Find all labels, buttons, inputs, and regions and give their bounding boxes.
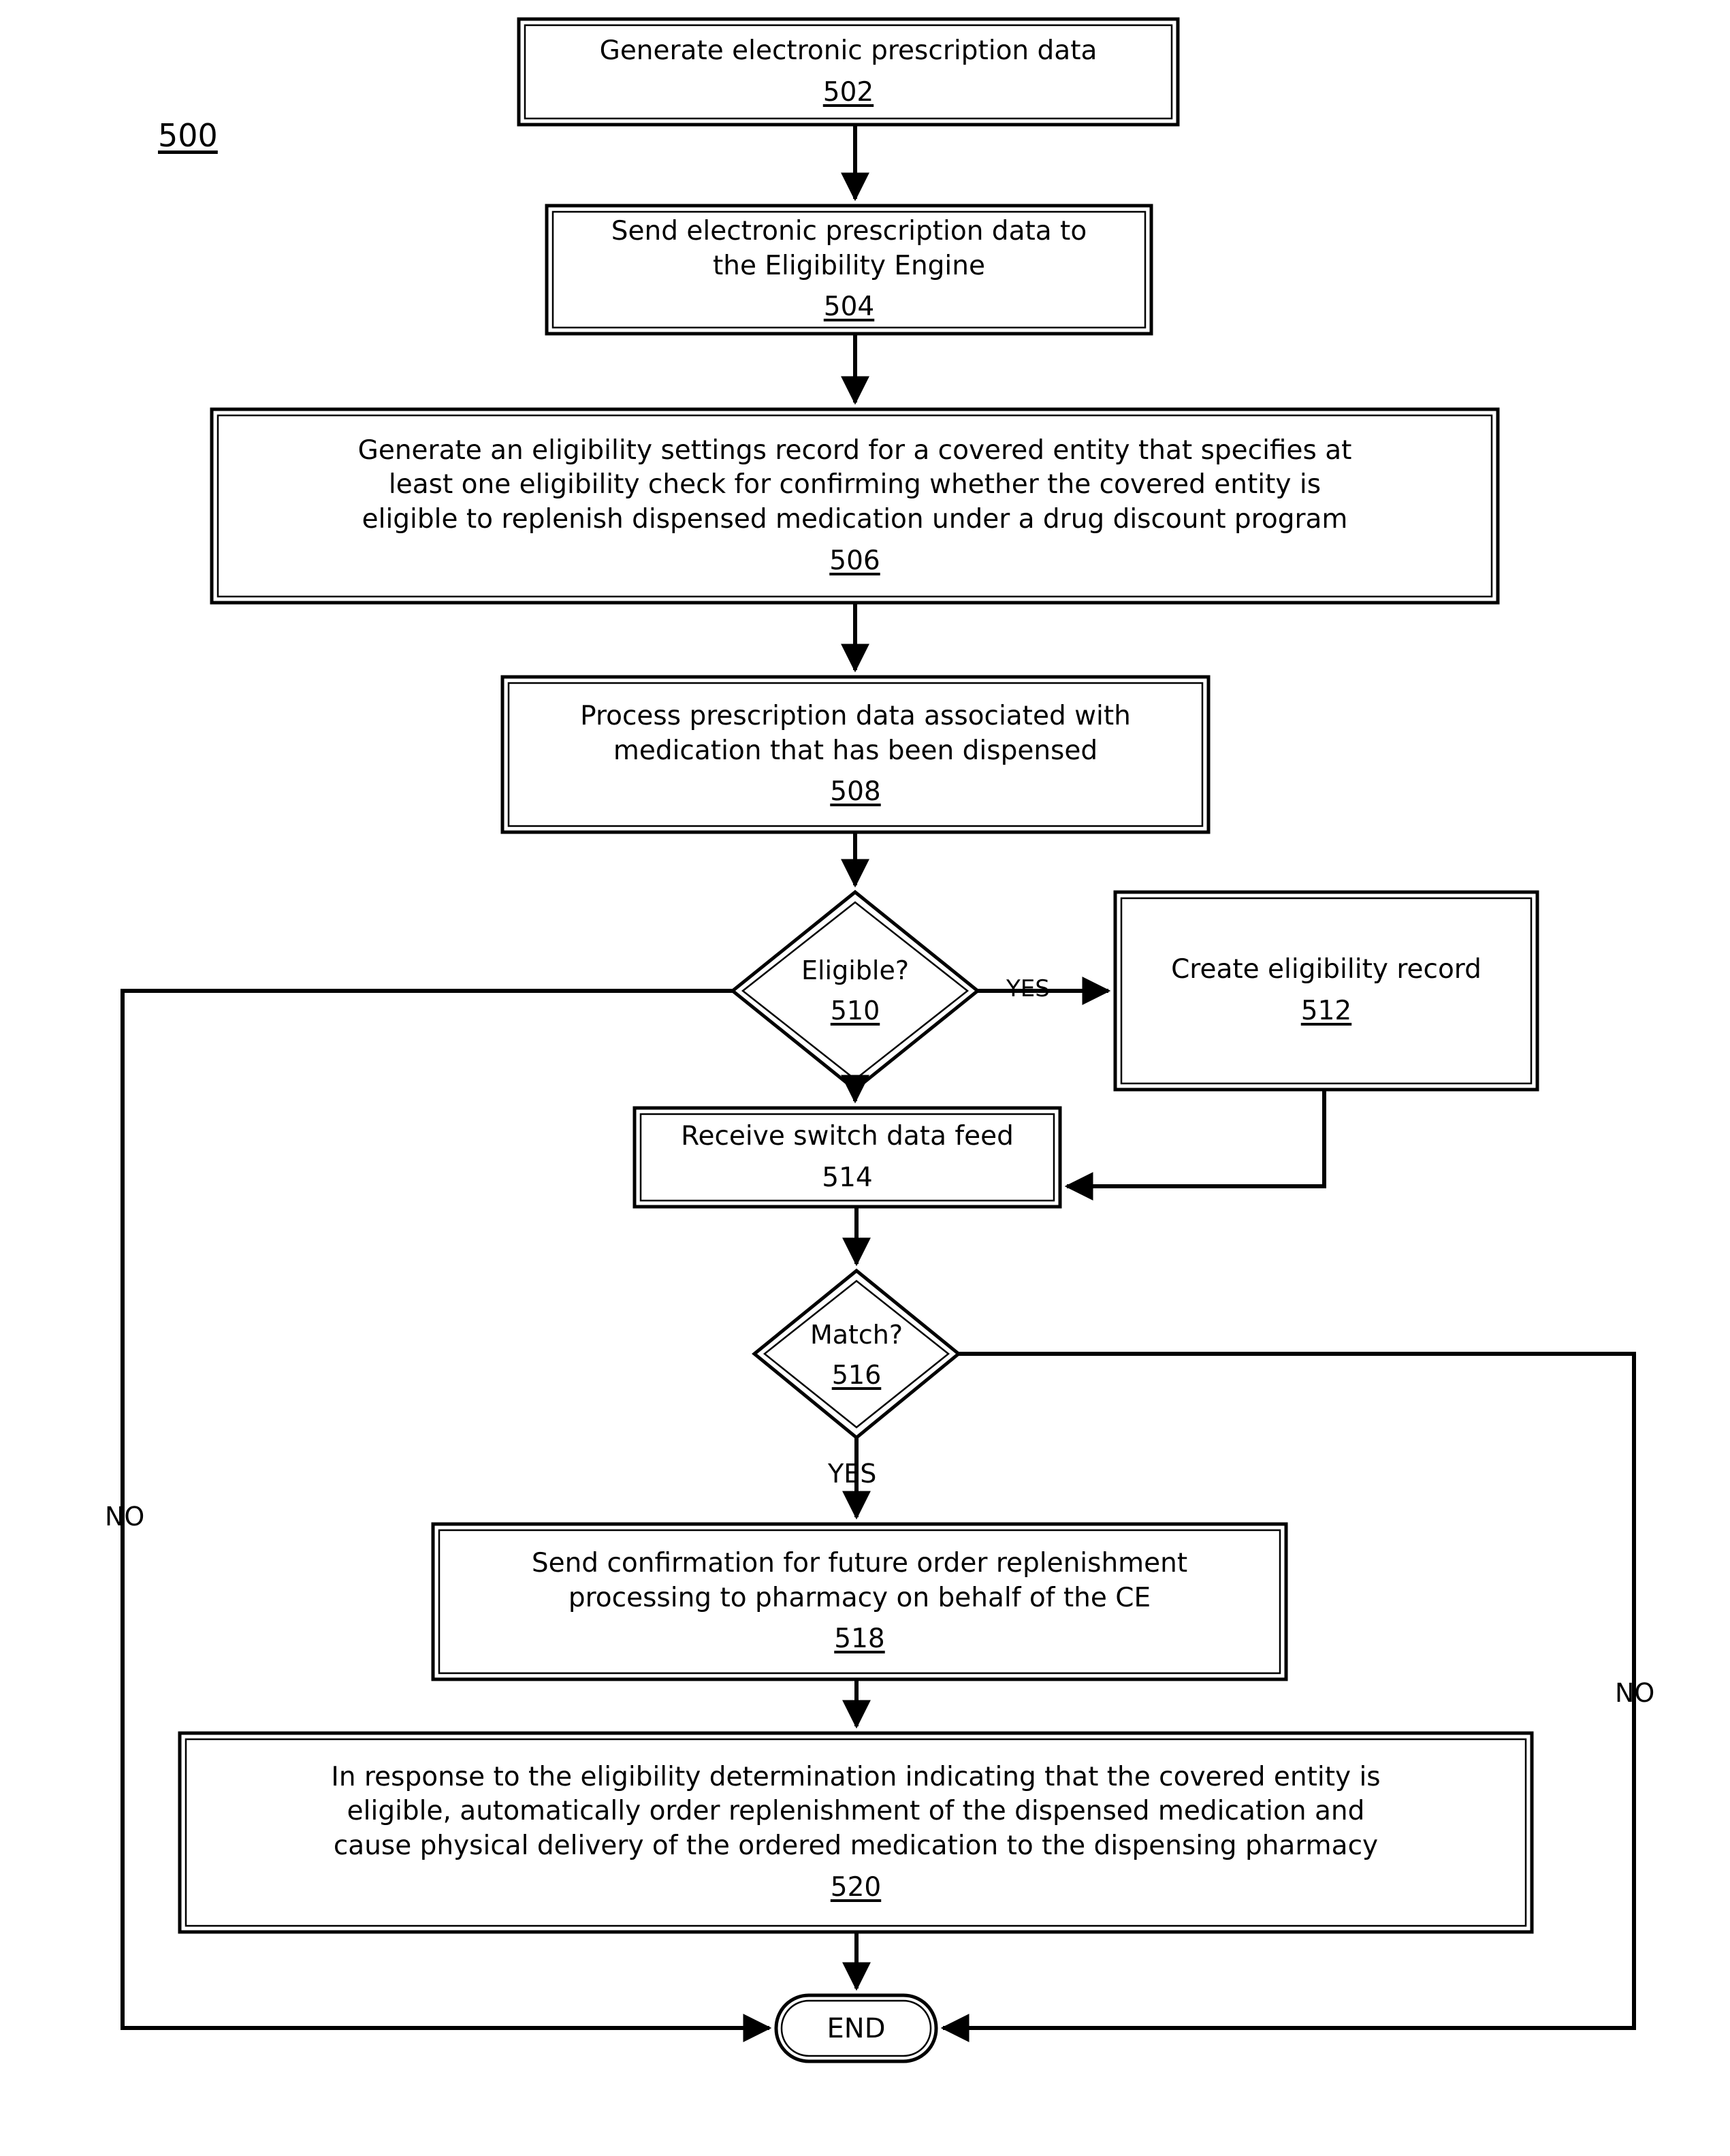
edge-512-514 xyxy=(1064,1090,1326,1201)
edge-516-end-no xyxy=(940,1352,1636,2042)
node-514-shape xyxy=(632,1106,1062,1209)
node-end-shape xyxy=(774,1993,938,2063)
node-514-inner xyxy=(639,1113,1055,1202)
figure-number-500: 500 xyxy=(158,117,218,154)
node-516-shape xyxy=(752,1268,961,1440)
node-508-inner xyxy=(507,682,1204,827)
node-518-shape xyxy=(431,1522,1288,1681)
node-506-shape xyxy=(210,407,1500,605)
node-516-inner xyxy=(763,1280,950,1429)
node-512-inner xyxy=(1120,897,1533,1085)
node-520-shape xyxy=(178,1731,1534,1934)
node-510-shape xyxy=(730,889,980,1092)
node-502-inner xyxy=(524,24,1173,120)
node-508-shape xyxy=(500,675,1211,834)
node-518-inner xyxy=(438,1529,1281,1675)
node-506-inner xyxy=(217,414,1493,598)
node-end-inner xyxy=(780,1999,932,2057)
node-502-shape xyxy=(517,17,1180,127)
node-512-shape xyxy=(1113,890,1539,1092)
node-504-shape xyxy=(545,204,1153,336)
edge-510-end-no xyxy=(121,989,772,2042)
node-520-inner xyxy=(185,1738,1527,1927)
node-504-inner xyxy=(551,210,1147,329)
